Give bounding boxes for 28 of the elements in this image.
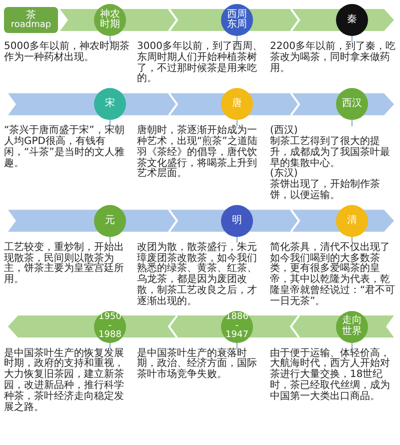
description-text: 5000多年以前，神农时期茶作为一种药材出现。 (4, 42, 130, 64)
description-text: 工艺较变，重炒制，开始出现散茶，民间则以散茶为主，饼茶主要为皇室宫廷所用。 (4, 242, 125, 286)
period-circle: 明 (221, 204, 253, 237)
period-circle: 唐 (221, 88, 253, 120)
period-circle: 西汉 (336, 88, 368, 120)
description-text: 由于便于运输、体轻价高，大航海时代，西方人开始对茶进行大量交换，18世纪时，茶已经取代丝绸，成为中国第一大类出口商品。 (270, 348, 391, 403)
description-text: “茶兴于唐而盛于宋”，宋朝人均GPD很高，有钱有闲，“斗茶”是当时的文人雅趣。 (4, 126, 126, 170)
period-circle: 元 (94, 204, 126, 237)
description-text: (东汉) (270, 169, 298, 180)
period-circle: 秦 (336, 4, 368, 36)
description-text: 茶饼出现了，开始制作茶饼，以便运输。 (270, 180, 381, 202)
description-text: 改团为散，散茶盛行，朱元璋废团茶改散茶，如今我们熟悉的绿茶、黄茶、红茶、乌龙茶，都是因为废团改散，制茶工艺改良之后，才逐渐出现的。 (137, 242, 258, 308)
description-text: 唐朝时，茶逐渐开始成为一种艺术，出现“煎茶”之道陆羽《茶经》的倡导，唐代饮茶文化盛行，将喝茶上升到艺术层面。 (137, 126, 258, 180)
tag-label: 茶 (26, 10, 36, 20)
description-text: 制茶工艺得到了很大的提升，成都成为了我国茶叶最早的集散中心。 (270, 136, 391, 169)
period-circle: 神农时期 (94, 4, 126, 36)
roadmap-tag (4, 7, 58, 33)
description-text: 是中国茶叶生产的恢复发展时期，政府的支持和重视，大力恢复旧茶园，建立新茶园，改进新品种，推行科学种茶，茶叶经济走向稳定发展之路。 (4, 348, 125, 414)
description-text: 3000多年以前，到了西周、东周时期人们开始种植茶树了，不过那时候茶是用来吃的。 (137, 42, 264, 86)
period-circle: 西周东周 (221, 4, 253, 36)
description-text: 2200多年以前，到了秦，吃茶改为喝茶，同时拿来做药用。 (270, 42, 396, 74)
description-text: 是中国茶叶生产的衰落时期，政治、经济方面，国际茶叶市场竞争失败。 (137, 348, 258, 381)
description-text: 简化茶具，清代不仅出现了如今我们喝到的大多数茶类，更有很多爱喝茶的皇帝，其中以乾隆为代表，乾隆皇帝就曾经说过：“君不可一日无茶”。 (270, 242, 396, 308)
tag-label: roadmap (10, 20, 52, 30)
period-circle: 清 (336, 204, 368, 237)
period-circle: 宋 (94, 88, 126, 120)
description-text: (西汉) (270, 126, 298, 136)
period-circle: 走向世界 (336, 310, 368, 343)
